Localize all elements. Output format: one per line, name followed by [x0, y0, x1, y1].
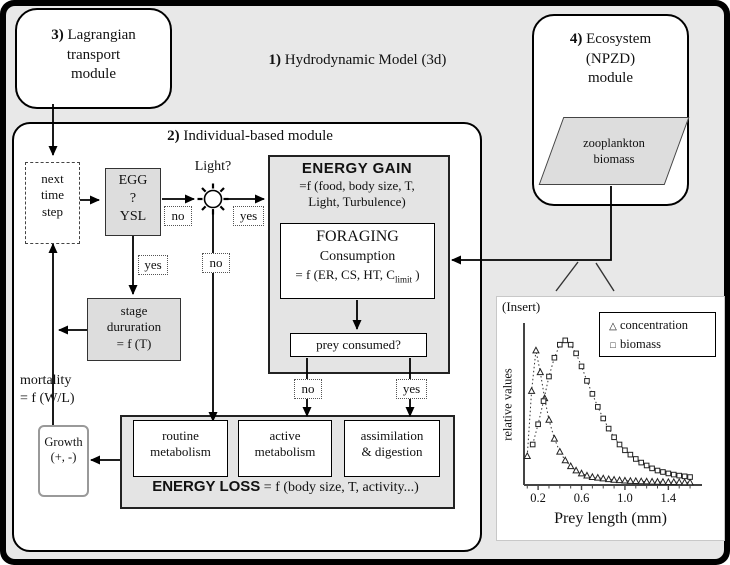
- active-metabolism-word: metabolism: [254, 444, 316, 460]
- ecosystem-line3: module: [588, 70, 633, 86]
- ecosystem-line1: 4) Ecosystem: [534, 30, 687, 50]
- insert-caption: (Insert): [502, 299, 541, 314]
- hydrodynamic-model-title: 1) Hydrodynamic Model (3d): [230, 51, 485, 71]
- ecosystem-line2: (NPZD): [585, 50, 636, 67]
- energy-gain-formula-line1: =f (food, body size, T,: [299, 178, 415, 193]
- zooplankton-biomass-parallelogram: zooplankton biomass: [538, 117, 690, 185]
- duration-word: dururation: [106, 319, 162, 335]
- foraging-formula: = f (ER, CS, HT, Climit ): [281, 265, 434, 285]
- lagrangian-word: Lagrangian: [67, 27, 136, 43]
- lagrangian-number: 3): [51, 27, 64, 43]
- active-metabolism-box: active metabolism: [238, 420, 332, 477]
- svg-text:0.6: 0.6: [574, 491, 590, 505]
- svg-text:0.2: 0.2: [530, 491, 546, 505]
- individual-module-title: 2) Individual-based module: [120, 127, 380, 147]
- individual-number: 2): [167, 128, 180, 144]
- foraging-formula-sub: limit: [394, 274, 412, 285]
- foraging-box: FORAGING Consumption = f (ER, CS, HT, Cl…: [280, 223, 435, 299]
- egg-word: EGG: [118, 173, 148, 188]
- foraging-formula-pre: = f (ER, CS, HT, C: [295, 267, 395, 282]
- svg-text:1.0: 1.0: [617, 491, 633, 505]
- egg-yes-label: yes: [138, 255, 168, 275]
- light-no-label: no: [202, 253, 230, 273]
- prey-yes-label: yes: [396, 379, 427, 399]
- stage-duration-box: stage dururation = f (T): [87, 298, 181, 361]
- time-word: time: [40, 187, 65, 203]
- energy-gain-formula-line2: Light, Turbulence): [308, 194, 406, 210]
- stage-formula: = f (T): [116, 335, 152, 351]
- foraging-title: FORAGING: [316, 228, 399, 245]
- growth-word: Growth: [44, 435, 83, 449]
- svg-text:1.4: 1.4: [661, 491, 677, 505]
- light-question-label: Light?: [194, 159, 232, 174]
- routine-word: routine: [162, 428, 199, 443]
- assimilation-word: assimilation: [360, 428, 424, 443]
- lagrangian-line1: 3) Lagrangian: [17, 26, 170, 46]
- digestion-word: & digestion: [361, 444, 423, 460]
- chart-x-axis-label: Prey length (mm): [554, 510, 667, 527]
- stage-word: stage: [120, 303, 148, 318]
- prey-length-chart: 0.2 0.6 1.0 1.4: [523, 323, 702, 505]
- mortality-formula: = f (W/L): [20, 391, 75, 407]
- energy-loss-title: ENERGY LOSS: [152, 478, 261, 495]
- energy-gain-title: ENERGY GAIN: [301, 160, 413, 177]
- growth-sign: (+, -): [50, 450, 77, 464]
- next-time-step-box: next time step: [25, 162, 80, 244]
- triangle-marker-icon: △: [609, 321, 617, 332]
- prey-consumed-box: prey consumed?: [290, 333, 427, 357]
- foraging-subtitle: Consumption: [319, 249, 396, 264]
- square-marker-icon: □: [610, 339, 616, 350]
- ysl-word: YSL: [119, 209, 147, 225]
- active-word: active: [269, 428, 301, 443]
- light-yes-label: yes: [233, 206, 264, 226]
- zooplankton-label-line1: zooplankton: [583, 135, 645, 150]
- zooplankton-label-line2: biomass: [593, 152, 635, 166]
- legend-label-concentration: concentration: [620, 318, 689, 332]
- routine-metabolism-box: routine metabolism: [133, 420, 228, 477]
- individual-label: Individual-based module: [183, 128, 333, 144]
- hydrodynamic-number: 1): [268, 52, 282, 68]
- mortality-label: mortality = f (W/L): [20, 372, 105, 408]
- lagrangian-line3: module: [71, 66, 116, 82]
- next-word: next: [41, 171, 64, 186]
- question-mark: ?: [129, 191, 137, 207]
- lagrangian-line2: transport: [66, 46, 121, 63]
- legend-entry-concentration: △concentration: [606, 316, 709, 335]
- mortality-word: mortality: [20, 373, 72, 388]
- growth-box: Growth (+, -): [38, 425, 89, 497]
- hydrodynamic-label: Hydrodynamic Model (3d): [284, 52, 447, 68]
- legend-entry-biomass: □ biomass: [606, 335, 709, 354]
- chart-y-axis-label: relative values: [500, 368, 515, 441]
- ecosystem-word: Ecosystem: [586, 31, 652, 47]
- assimilation-box: assimilation & digestion: [344, 420, 440, 477]
- energy-loss-formula: = f (body size, T, activity...): [263, 480, 419, 495]
- step-word: step: [42, 203, 63, 219]
- energy-loss-title-line: ENERGY LOSS = f (body size, T, activity.…: [120, 478, 451, 496]
- prey-no-label: no: [294, 379, 322, 399]
- insert-chart-panel: (Insert) 0.2 0.6 1.0 1.4 relative values Pr…: [496, 296, 725, 541]
- legend-label-biomass: biomass: [620, 336, 661, 351]
- egg-ysl-box: EGG ? YSL: [105, 168, 161, 236]
- lagrangian-module-box: 3) Lagrangian transport module: [15, 8, 172, 109]
- energy-gain-formula: =f (food, body size, T, Light, Turbulenc…: [268, 178, 446, 211]
- routine-metabolism-word: metabolism: [150, 444, 211, 460]
- foraging-formula-post: ): [411, 267, 420, 282]
- chart-legend: △concentration □ biomass: [599, 312, 716, 357]
- egg-no-label: no: [164, 206, 192, 226]
- ecosystem-number: 4): [569, 31, 583, 47]
